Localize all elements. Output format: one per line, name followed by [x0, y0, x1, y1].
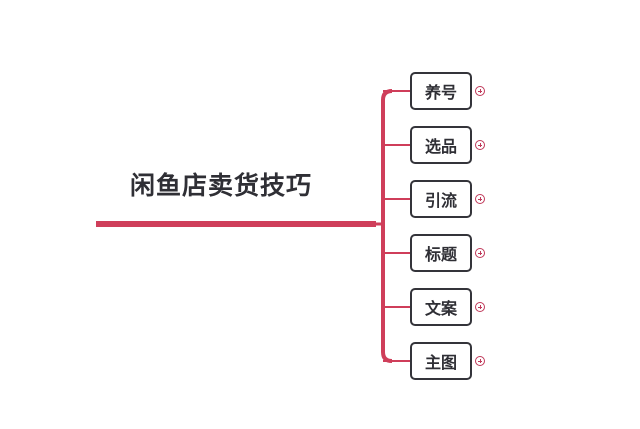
expand-toggle-icon[interactable] — [475, 302, 485, 312]
branch-node[interactable]: 引流 — [410, 180, 472, 218]
branch-node[interactable]: 主图 — [410, 342, 472, 380]
expand-toggle-icon[interactable] — [475, 356, 485, 366]
branch-node[interactable]: 选品 — [410, 126, 472, 164]
branch-node[interactable]: 标题 — [410, 234, 472, 272]
expand-toggle-icon[interactable] — [475, 248, 485, 258]
expand-toggle-icon[interactable] — [475, 140, 485, 150]
branch-node[interactable]: 养号 — [410, 72, 472, 110]
expand-toggle-icon[interactable] — [475, 194, 485, 204]
branch-trunk — [381, 89, 393, 363]
branch-node[interactable]: 文案 — [410, 288, 472, 326]
expand-toggle-icon[interactable] — [475, 86, 485, 96]
root-topic[interactable]: 闲鱼店卖货技巧 — [130, 171, 313, 200]
